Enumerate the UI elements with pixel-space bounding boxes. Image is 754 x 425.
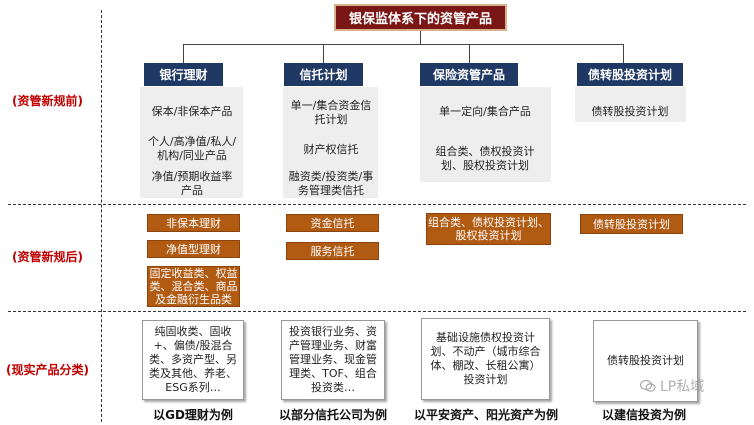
bank-after-box: 固定收益类、权益类、混合类、商品及金融衍生品类 bbox=[147, 266, 240, 307]
trust-before-item: 融资类/投资类/事务管理类信托 bbox=[288, 170, 374, 197]
column-header-label: 银行理财 bbox=[159, 68, 208, 82]
column-header-debt-equity: 债转股投资计划 bbox=[577, 63, 683, 86]
column-header-trust: 信托计划 bbox=[284, 63, 363, 86]
connector-col2 bbox=[323, 44, 324, 63]
debt-equity-caption: 以建信投资为例 bbox=[601, 408, 686, 422]
trust-before-item: 财产权信托 bbox=[303, 143, 359, 156]
bank-current-box: 纯固收类、固收+、偏债/股混合类、多资产型、另类及其他、养老、ESG系列… bbox=[142, 320, 244, 400]
insurance-before-item: 组合类、债权投资计划、股权投资计划 bbox=[435, 145, 535, 172]
row-label-before: (资管新规前) bbox=[12, 94, 83, 108]
trust-after-label: 服务信托 bbox=[310, 244, 355, 258]
insurance-current-text: 基础设施债权投资计划、不动产（城市综合体、棚改、长租公寓）投资计划 bbox=[430, 331, 541, 386]
bank-after-label: 固定收益类、权益类、混合类、商品及金融衍生品类 bbox=[149, 267, 238, 306]
watermark: LP私域 bbox=[640, 376, 704, 396]
vertical-divider bbox=[101, 10, 102, 422]
debt-equity-before-item: 债转股投资计划 bbox=[591, 105, 669, 118]
diagram-title-text: 银保监体系下的资管产品 bbox=[348, 12, 492, 27]
insurance-before-item: 单一定向/集合产品 bbox=[439, 105, 531, 118]
connector-col4 bbox=[623, 44, 624, 63]
connector-bar bbox=[183, 44, 624, 45]
insurance-current-box: 基础设施债权投资计划、不动产（城市综合体、棚改、长租公寓）投资计划 bbox=[421, 318, 550, 400]
trust-before-item: 单一/集合资金信托计划 bbox=[290, 99, 372, 126]
watermark-text: LP私域 bbox=[660, 379, 705, 395]
debt-equity-after-box: 债转股投资计划 bbox=[580, 214, 683, 234]
trust-after-label: 资金信托 bbox=[310, 216, 355, 230]
wechat-icon bbox=[640, 379, 656, 392]
trust-after-box: 服务信托 bbox=[286, 242, 379, 260]
column-header-label: 信托计划 bbox=[299, 68, 348, 82]
before-panel-trust bbox=[283, 87, 378, 198]
before-panel-debt-equity bbox=[575, 87, 686, 122]
row-divider-2 bbox=[8, 311, 746, 312]
bank-after-box: 净值型理财 bbox=[147, 240, 240, 258]
row-divider-1 bbox=[8, 204, 746, 205]
bank-after-label: 净值型理财 bbox=[166, 242, 221, 256]
row-label-after: (资管新规后) bbox=[12, 250, 83, 264]
connector-col1 bbox=[183, 44, 184, 63]
bank-after-label: 非保本理财 bbox=[166, 216, 221, 230]
insurance-after-box: 组合类、债权投资计划、股权投资计划 bbox=[426, 213, 551, 245]
column-header-bank-wealth: 银行理财 bbox=[144, 63, 223, 86]
before-panel-bank bbox=[140, 87, 243, 198]
connector-trunk bbox=[420, 31, 421, 45]
trust-after-box: 资金信托 bbox=[286, 214, 379, 232]
column-header-label: 保险资管产品 bbox=[432, 68, 505, 82]
diagram-title: 银保监体系下的资管产品 bbox=[334, 4, 507, 31]
bank-before-item: 净值/预期收益率产品 bbox=[151, 170, 233, 197]
trust-caption: 以部分信托公司为例 bbox=[278, 408, 387, 422]
bank-after-box: 非保本理财 bbox=[147, 214, 240, 232]
bank-caption: 以GD理财为例 bbox=[153, 408, 233, 422]
insurance-after-label: 组合类、债权投资计划、股权投资计划 bbox=[428, 216, 549, 242]
debt-equity-after-label: 债转股投资计划 bbox=[593, 217, 670, 231]
before-panel-insurance bbox=[420, 87, 551, 182]
trust-current-text: 投资银行业务、资产管理业务、财富管理业务、现金管理类、TOF、组合投资类… bbox=[289, 325, 377, 394]
insurance-caption: 以平安资产、阳光资产为例 bbox=[413, 408, 558, 422]
bank-before-item: 保本/非保本产品 bbox=[151, 105, 233, 118]
bank-before-item: 个人/高净值/私人/机构/同业产品 bbox=[147, 135, 237, 162]
column-header-insurance-am: 保险资管产品 bbox=[420, 63, 518, 86]
column-header-label: 债转股投资计划 bbox=[587, 68, 672, 82]
trust-current-box: 投资银行业务、资产管理业务、财富管理业务、现金管理类、TOF、组合投资类… bbox=[281, 320, 385, 400]
row-label-current: (现实产品分类) bbox=[6, 363, 89, 377]
bank-current-text: 纯固收类、固收+、偏债/股混合类、多资产型、另类及其他、养老、ESG系列… bbox=[149, 325, 237, 394]
connector-col3 bbox=[469, 44, 470, 63]
debt-equity-current-text: 债转股投资计划 bbox=[607, 354, 684, 367]
